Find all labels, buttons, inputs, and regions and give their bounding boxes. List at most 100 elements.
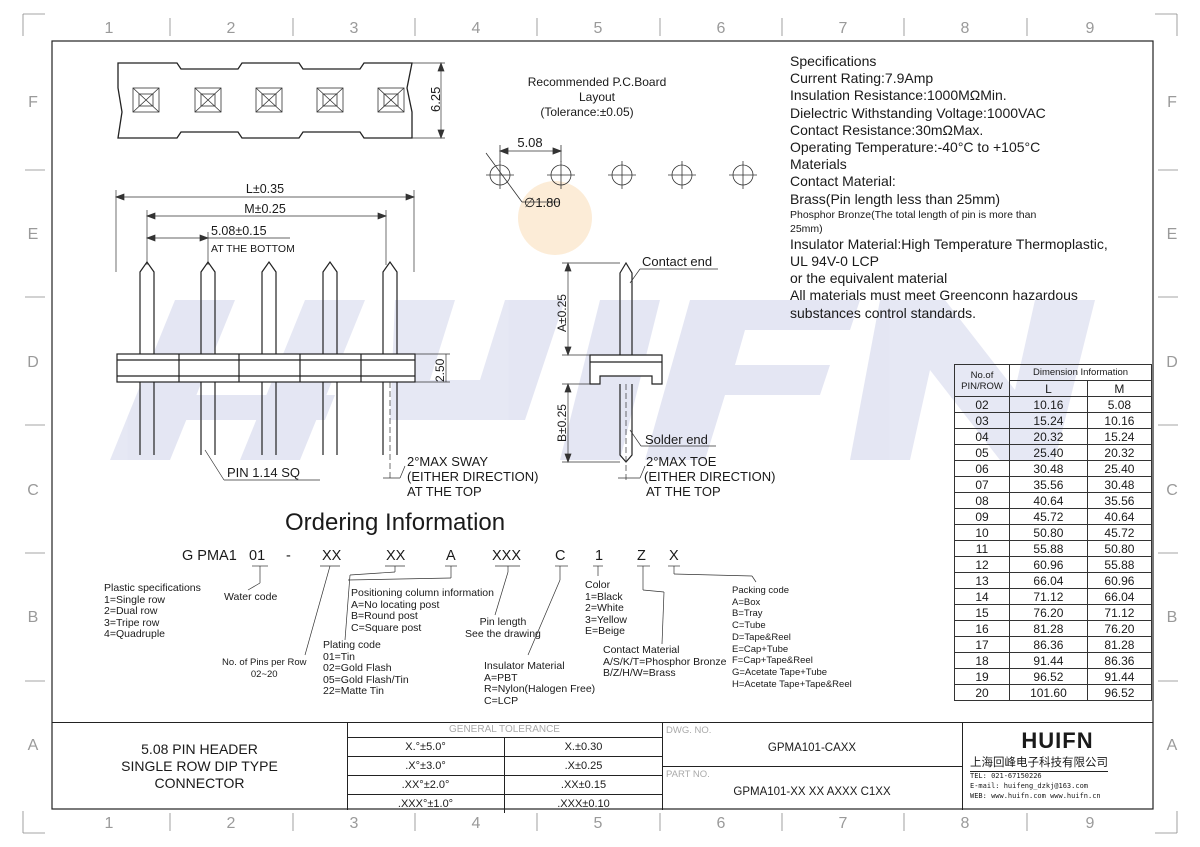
pin-count-cell: 03 [954,412,1010,429]
key-line: 4=Quadruple [104,628,166,640]
dim-L-cell: 81.28 [1009,620,1088,637]
grid-col-label: 6 [717,815,726,832]
pin-count-cell: 05 [954,444,1010,461]
watermark-dot [518,181,592,255]
pcb-title: Recommended P.C.Board [528,75,667,89]
key-line: C=LCP [484,694,519,707]
grid-col-label: 9 [1086,20,1095,37]
spec-line: UL 94V-0 LCP [790,253,879,270]
key-line: Color [585,579,611,591]
key-line: G=Acetate Tape+Tube [732,666,828,678]
pin-count-cell: 18 [954,652,1010,669]
dim-M-cell: 96.52 [1086,684,1153,701]
grid-col-label: 3 [350,815,359,832]
key-line: Pin length [479,616,527,628]
key-line: Packing code [732,585,790,596]
part-no-label: PART NO. [666,769,710,780]
code-segment: 01 [249,548,266,564]
spec-line: Insulation Resistance:1000MΩMin. [790,87,1007,104]
dim-L-cell: 10.16 [1009,396,1088,413]
dim-M-cell: 25.40 [1086,460,1153,477]
dim-L-cell: 76.20 [1009,604,1088,621]
tolerance-angle: X.°±5.0° [347,738,505,756]
grid-col-label: 1 [105,20,114,37]
grid-row-label: F [28,94,38,111]
dim-L-cell: 60.96 [1009,556,1088,573]
grid-row-label: D [1166,354,1178,371]
front-view: L±0.35 M±0.25 5.08±0.15 AT THE BOTTOM 2.… [115,182,538,499]
side-view: A±0.25 B±0.25 Contact end Solder end 2°M… [555,254,775,499]
company-web: WEB: www.huifn.com www.huifn.cn [970,792,1101,800]
key-line: A=Box [732,596,761,608]
dim-M-cell: 40.64 [1086,508,1153,525]
general-tolerance: GENERAL TOLERANCE X.°±5.0°X.±0.30 .X°±3.… [347,723,663,813]
col-header-L: L [1009,380,1088,397]
key-line: 3=Yellow [585,613,627,626]
pin-count-cell: 07 [954,476,1010,493]
sway-label-3: AT THE TOP [407,484,482,499]
dim-L-cell: 15.24 [1009,412,1088,429]
key-line: A/S/K/T=Phosphor Bronze [603,655,727,668]
dim-L-cell: 96.52 [1009,668,1088,685]
tolerance-row: .XX°±2.0°.XX±0.15 [347,776,662,795]
pin-count-cell: 12 [954,556,1010,573]
dim-L-cell: 55.88 [1009,540,1088,557]
key-line: 02=Gold Flash [323,662,392,674]
grid-row-label: C [27,482,39,499]
key-line: 1=Single row [104,593,165,606]
spec-line: Insulator Material:High Temperature Ther… [790,235,1108,252]
drawing-frame [22,13,1178,834]
key-line: E=Beige [585,625,625,637]
key-line: See the drawing [465,627,541,640]
solder-end-label: Solder end [645,432,708,447]
code-segment: C [555,548,566,564]
dim-M-cell: 50.80 [1086,540,1153,557]
key-line: B/Z/H/W=Brass [603,667,676,679]
dim-L-cell: 45.72 [1009,508,1088,525]
drawing-numbers: DWG. NO. GPMA101-CAXX PART NO. GPMA101-X… [662,723,963,810]
dim-M-cell: 5.08 [1086,396,1153,413]
dim-L-cell: 40.64 [1009,492,1088,509]
dim-pitch: 5.08±0.15 [211,224,267,238]
dim-L-cell: 66.04 [1009,572,1088,589]
grid-row-label: A [1167,737,1178,754]
pin-count-cell: 17 [954,636,1010,653]
grid-col-label: 2 [227,815,236,832]
dim-L-cell: 101.60 [1009,684,1088,701]
key-line: 02~20 [250,668,278,680]
grid-col-label: 5 [594,815,603,832]
grid-col-label: 3 [350,20,359,37]
pin-size-label: PIN 1.14 SQ [227,465,300,480]
dim-L-cell: 86.36 [1009,636,1088,653]
pin-count-cell: 06 [954,460,1010,477]
pin-count-cell: 04 [954,428,1010,445]
grid-row-label: A [28,737,39,754]
dim-body-height: 2.50 [433,358,447,382]
grid-row-label: B [1167,609,1178,626]
grid-col-label: 1 [105,815,114,832]
dim-M-cell: 45.72 [1086,524,1153,541]
dim-pitch-note: AT THE BOTTOM [211,243,295,255]
product-name-line: SINGLE ROW DIP TYPE [121,758,278,774]
grid-col-label: 4 [472,815,481,832]
spec-line: substances control standards. [790,304,976,321]
part-no-value: GPMA101-XX XX AXXX C1XX [733,786,891,798]
tolerance-header: GENERAL TOLERANCE [347,723,662,738]
tolerance-row: .XXX°±1.0°.XXX±0.10 [347,795,662,813]
col-header-dimension: Dimension Information [1009,364,1152,381]
spec-line: Brass(Pin length less than 25mm) [790,190,1001,207]
grid-col-label: 7 [839,815,848,832]
